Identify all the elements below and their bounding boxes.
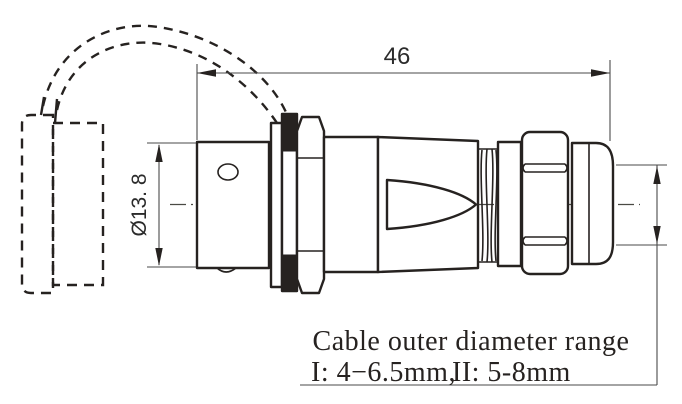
seal-ring-line xyxy=(490,148,494,263)
cap-plug-outline xyxy=(51,121,105,287)
arrow-left-icon xyxy=(197,69,216,77)
bellows-seal xyxy=(479,148,498,263)
gasket-section-top xyxy=(281,113,298,152)
gland-facet-end-arcs xyxy=(522,163,568,173)
shell-barrel xyxy=(195,140,271,270)
cable-note-title: Cable outer diameter range xyxy=(313,326,630,357)
dimension-overall-length: 46 xyxy=(196,43,611,141)
dimension-shell-diameter: Ø13. 8 xyxy=(128,142,196,268)
cable-note-range-i: I: 4−6.5mm, xyxy=(311,357,456,388)
cable-note: Cable outer diameter range I: 4−6.5mm, I… xyxy=(311,326,629,388)
grip-pointer xyxy=(385,178,478,231)
seal-ring-line xyxy=(485,148,489,263)
gland-nut-outline xyxy=(520,130,570,276)
end-cap-dome xyxy=(570,141,615,266)
gland-nut xyxy=(520,130,570,276)
lanyard-cord xyxy=(39,24,290,127)
arrow-up-icon xyxy=(653,166,661,184)
gasket-section-bottom xyxy=(281,254,298,292)
cord-end-tick xyxy=(53,98,59,124)
mounting-flange xyxy=(269,112,326,295)
arrow-down-icon xyxy=(155,248,163,266)
clamp-washer xyxy=(496,140,523,268)
arrow-down-icon xyxy=(653,226,661,244)
cable-note-range-ii: II: 5-8mm xyxy=(452,357,571,388)
gland-facet-end-arcs xyxy=(522,236,568,246)
arrow-up-icon xyxy=(155,144,163,162)
housing xyxy=(322,135,480,274)
cord-outer-line xyxy=(41,24,290,118)
cap-body-outline xyxy=(20,113,55,295)
flange-plate xyxy=(269,121,284,289)
end-cap xyxy=(570,141,615,266)
arrow-right-icon xyxy=(591,69,610,77)
seal-ring-line xyxy=(494,149,498,262)
cord-inner-line xyxy=(55,41,281,127)
key-lug xyxy=(216,267,237,273)
cord-end-tick xyxy=(39,96,46,116)
front-shell xyxy=(195,140,271,273)
seal-ring-line xyxy=(480,149,484,262)
dimension-value-diameter: Ø13. 8 xyxy=(128,173,151,236)
housing-collar xyxy=(322,135,380,274)
dimension-value-length: 46 xyxy=(384,43,411,70)
protective-cap xyxy=(20,113,105,295)
dimension-cable-diameter xyxy=(300,164,667,386)
keyway-hole xyxy=(217,163,239,181)
coupling-nut xyxy=(295,115,326,295)
